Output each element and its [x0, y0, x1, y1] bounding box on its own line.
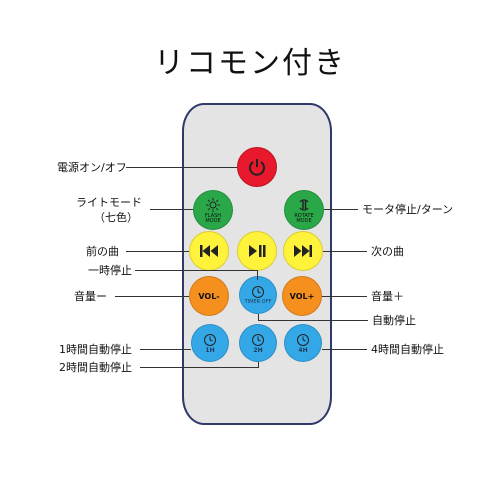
flash-mode-button[interactable]: FLASH MODE: [193, 190, 233, 230]
label-pause: 一時停止: [88, 264, 132, 277]
label-prev: 前の曲: [86, 245, 119, 258]
clock-icon: [204, 333, 216, 346]
leader-line: [126, 167, 237, 168]
play-pause-button[interactable]: [237, 231, 277, 271]
label-motor: モータ停止/ターン: [362, 203, 454, 216]
timer-off-button[interactable]: TIMER OFF: [239, 276, 277, 314]
sun-icon: [206, 197, 220, 212]
timer-4h-button[interactable]: 4H: [284, 324, 322, 362]
timer-2h-text: 2H: [253, 346, 263, 354]
label-light-mode-colors: （七色）: [94, 211, 138, 224]
vol-minus-text: VOL-: [198, 291, 220, 301]
skip-back-icon: [200, 245, 218, 257]
label-2h-stop: 2時間自動停止: [59, 361, 132, 374]
volume-up-button[interactable]: VOL+: [282, 276, 322, 316]
play-pause-icon: [249, 245, 266, 257]
timer-4h-text: 4H: [298, 346, 308, 354]
leader-line: [135, 270, 258, 271]
leader-line: [258, 362, 259, 368]
leader-line: [140, 349, 191, 350]
rotate-mode-button[interactable]: ROTATE MODE: [284, 190, 324, 230]
leader-line: [115, 296, 189, 297]
leader-line: [150, 209, 193, 210]
leader-line: [323, 251, 367, 252]
leader-line: [258, 314, 259, 321]
power-button[interactable]: [237, 147, 277, 187]
leader-line: [322, 349, 367, 350]
timer-1h-button[interactable]: 1H: [191, 324, 229, 362]
clock-icon: [252, 333, 264, 346]
page-title: リコモン付き: [154, 46, 346, 81]
skip-forward-icon: [294, 245, 312, 257]
label-next: 次の曲: [371, 245, 404, 258]
label-vol-down: 音量ー: [74, 290, 107, 303]
label-light-mode: ライトモード: [76, 196, 142, 209]
timer-off-text: TIMER OFF: [244, 299, 272, 305]
label-4h-stop: 4時間自動停止: [371, 343, 444, 356]
leader-line: [324, 209, 358, 210]
power-icon: [249, 159, 265, 176]
rotate-icon: [299, 198, 309, 211]
rotate-mode-text: ROTATE MODE: [294, 212, 314, 224]
leader-line: [126, 251, 189, 252]
vol-plus-text: VOL+: [289, 291, 315, 301]
leader-line: [257, 271, 258, 280]
prev-track-button[interactable]: [189, 231, 229, 271]
next-track-button[interactable]: [283, 231, 323, 271]
label-auto-stop: 自動停止: [372, 314, 416, 327]
label-1h-stop: 1時間自動停止: [59, 343, 132, 356]
timer-2h-button[interactable]: 2H: [239, 324, 277, 362]
label-vol-up: 音量＋: [371, 290, 404, 303]
clock-icon: [297, 333, 309, 346]
flash-mode-text: FLASH MODE: [204, 212, 222, 224]
label-power: 電源オン/オフ: [57, 161, 127, 174]
leader-line: [258, 320, 368, 321]
leader-line: [322, 296, 367, 297]
clock-icon: [252, 286, 264, 298]
timer-1h-text: 1H: [205, 346, 215, 354]
volume-down-button[interactable]: VOL-: [189, 276, 229, 316]
leader-line: [140, 367, 259, 368]
